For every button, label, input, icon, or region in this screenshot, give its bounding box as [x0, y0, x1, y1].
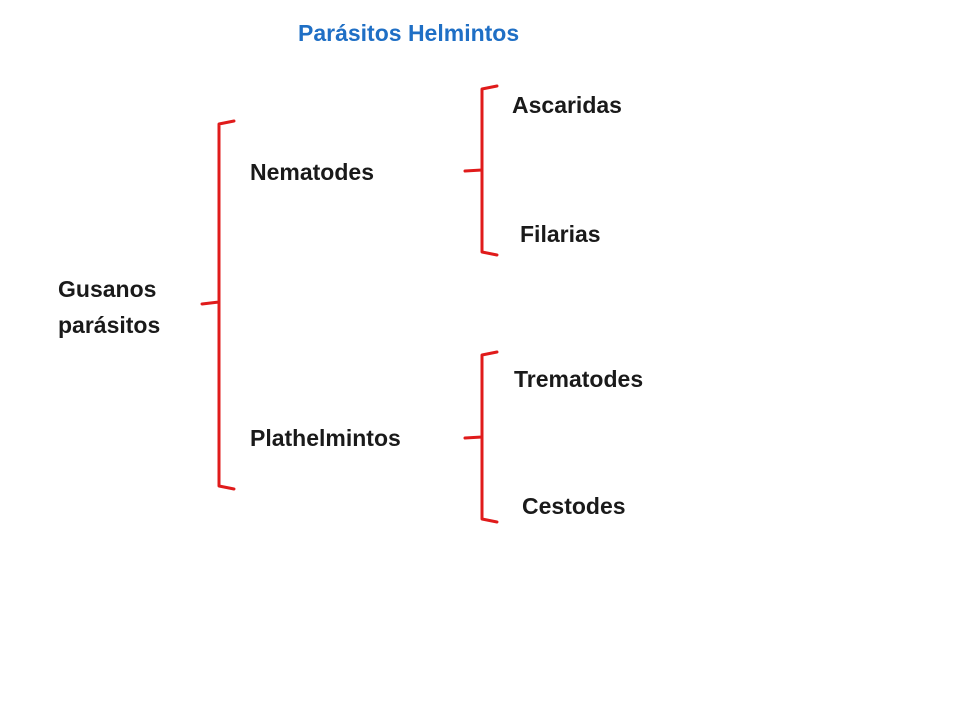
root-node-line-1: Gusanos	[58, 276, 157, 302]
node-plathelmintos: Plathelmintos	[250, 425, 401, 451]
root-bracket	[200, 119, 236, 491]
root-node-line-2: parásitos	[58, 312, 161, 338]
node-cestodes: Cestodes	[522, 493, 626, 519]
nematodes-bracket	[463, 84, 499, 257]
plathelmintos-bracket	[463, 350, 499, 524]
node-filarias: Filarias	[520, 221, 601, 247]
root-node: Gusanos parásitos	[58, 271, 160, 343]
node-trematodes: Trematodes	[514, 366, 644, 392]
node-ascaridas: Ascaridas	[512, 92, 622, 118]
node-nematodes: Nematodes	[250, 159, 374, 185]
diagram-title: Parásitos Helmintos	[298, 20, 520, 46]
